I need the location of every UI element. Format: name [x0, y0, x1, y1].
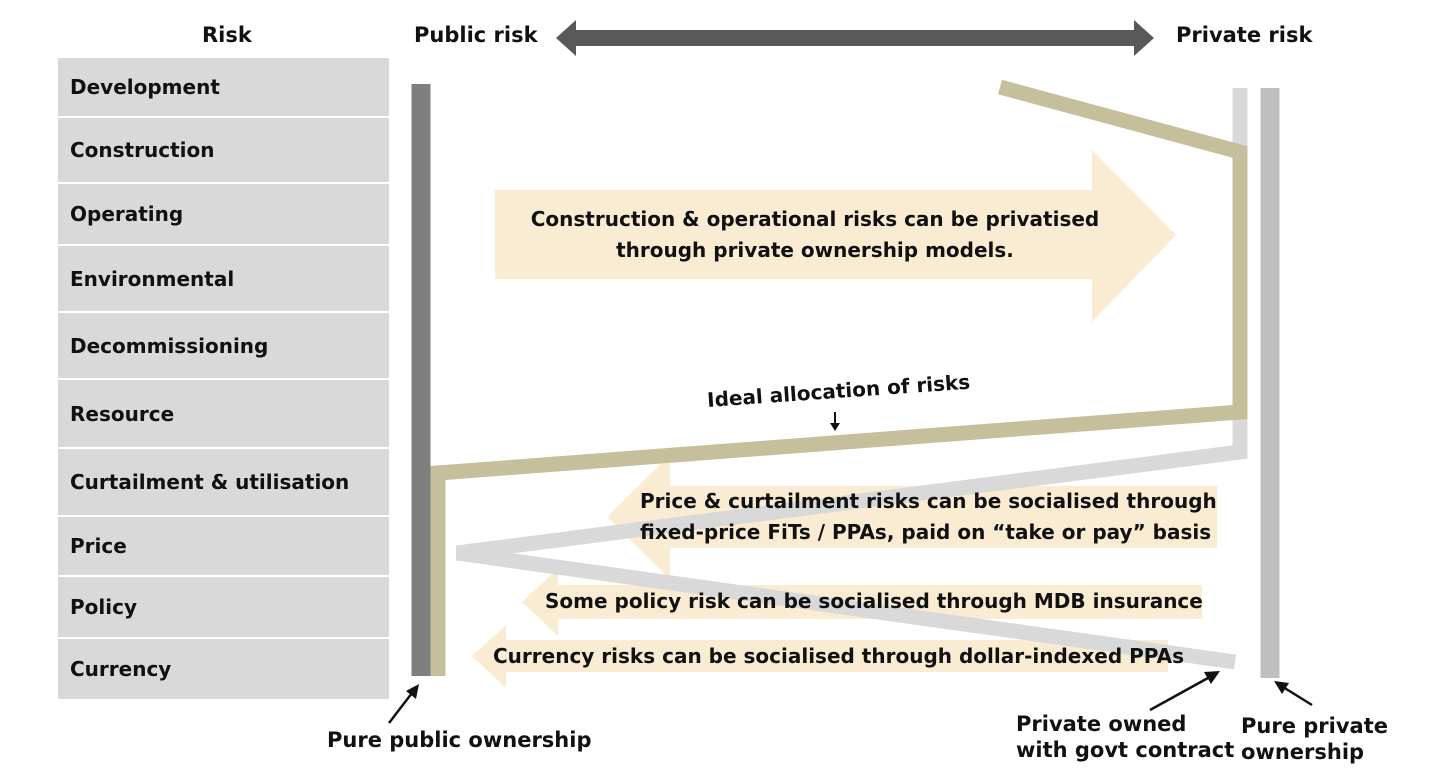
privatise-callout-line-1: Construction & operational risks can be … [530, 207, 1100, 231]
pure-public-pointer-shaft [388, 692, 413, 724]
privatise-callout-line-2: through private ownership models. [616, 238, 1014, 262]
pure-private-pointer-head [1274, 681, 1289, 694]
risk-row-construction: Construction [58, 118, 389, 182]
private-govt-contract-label-line-1: Private owned [1016, 712, 1187, 736]
pure-private-ownership-label-line-1: Pure private [1241, 714, 1388, 738]
risk-row-price: Price [58, 517, 389, 575]
currency-callout-text: Currency risks can be socialised through… [493, 644, 1184, 668]
privatise-callout-text: Construction & operational risks can be … [515, 204, 1115, 266]
public-risk-header: Public risk [414, 23, 538, 47]
risk-row-operating: Operating [58, 184, 389, 244]
private-risk-header: Private risk [1176, 23, 1313, 47]
price-callout-text: Price & curtailment risks can be sociali… [640, 486, 1217, 548]
ideal-allocation-line [430, 79, 1248, 676]
risk-header: Risk [202, 23, 252, 47]
price-callout-line-2: fixed-price FiTs / PPAs, paid on “take o… [640, 520, 1212, 544]
price-socialise-arrow [607, 455, 1217, 579]
price-callout-line-1: Price & curtailment risks can be sociali… [640, 489, 1217, 513]
policy-callout-text: Some policy risk can be socialised throu… [545, 589, 1203, 613]
pure-private-ownership-label-line-2: ownership [1241, 740, 1365, 764]
risk-row-policy: Policy [58, 577, 389, 637]
public-private-spectrum-arrow [556, 20, 1154, 56]
risk-row-environmental: Environmental [58, 246, 389, 311]
private-govt-contract-line [455, 88, 1248, 670]
privatise-arrow [495, 150, 1176, 322]
risk-row-curtailment-utilisation: Curtailment & utilisation [58, 449, 389, 515]
ideal-allocation-pointer-head [830, 423, 840, 431]
risk-row-resource: Resource [58, 380, 389, 447]
private-govt-pointer-head [1204, 671, 1220, 684]
currency-socialise-arrow [472, 625, 1168, 688]
risk-row-development: Development [58, 58, 389, 116]
pure-public-ownership-label: Pure public ownership [327, 728, 592, 752]
pure-public-pointer-head [406, 684, 419, 699]
risk-row-currency: Currency [58, 639, 389, 699]
pure-private-pointer-shaft [1282, 685, 1313, 707]
private-govt-pointer-shaft [1149, 676, 1209, 712]
private-govt-contract-label-line-2: with govt contract [1016, 738, 1235, 762]
private-govt-contract-label: Private owned with govt contract [1016, 711, 1234, 763]
pure-private-ownership-label: Pure private ownership [1241, 713, 1388, 765]
risk-row-decommissioning: Decommissioning [58, 313, 389, 378]
